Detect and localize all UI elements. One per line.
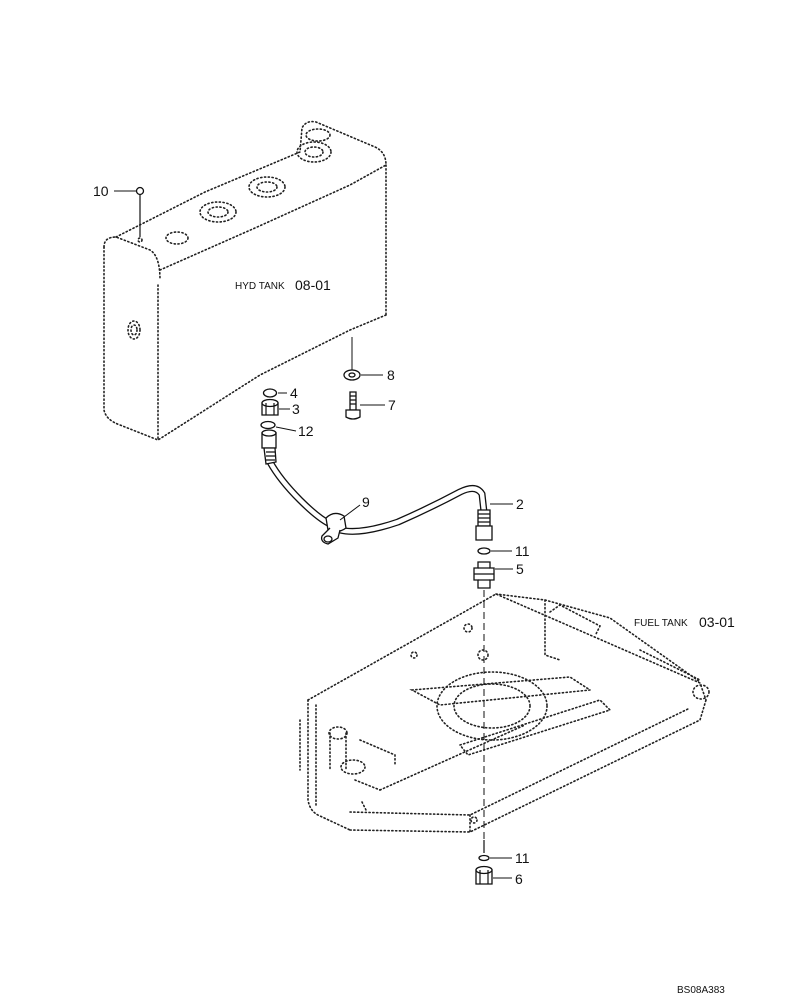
part-5-connector	[473, 561, 495, 589]
part-11-oring-upper	[477, 547, 491, 555]
part-7-bolt	[345, 391, 361, 420]
part-12-oring	[260, 420, 276, 430]
part-8-washer	[343, 337, 361, 381]
callout-11-upper: 11	[515, 543, 530, 559]
callout-11-lower: 11	[515, 850, 530, 866]
callout-10: 10	[93, 183, 109, 199]
fuel-tank-reference: FUEL TANK 03-01	[634, 614, 735, 630]
callout-9: 9	[362, 494, 370, 510]
callout-6: 6	[515, 871, 523, 887]
fuel-tank-page: 03-01	[699, 614, 735, 630]
hyd-tank-reference: HYD TANK 08-01	[235, 277, 331, 293]
callout-5: 5	[516, 561, 524, 577]
drawing-code: BS08A383	[677, 985, 725, 996]
part-2-hose	[261, 429, 493, 541]
part-9-clamp	[320, 512, 347, 545]
callout-2: 2	[516, 496, 524, 512]
callout-3: 3	[292, 401, 300, 417]
part-3-adapter	[261, 398, 279, 416]
callout-12: 12	[298, 423, 314, 439]
leader-lines	[114, 190, 513, 879]
callout-8: 8	[387, 367, 395, 383]
part-11-oring-lower	[478, 854, 490, 862]
fuel-tank-outline	[299, 593, 710, 833]
callout-7: 7	[388, 397, 396, 413]
part-6-plug	[475, 865, 493, 885]
hyd-tank-label: HYD TANK	[235, 281, 285, 292]
part-4-oring	[262, 388, 278, 398]
callout-4: 4	[290, 385, 298, 401]
hydraulic-tank-outline	[103, 120, 387, 441]
fuel-tank-label: FUEL TANK	[634, 618, 688, 629]
hyd-tank-page: 08-01	[295, 277, 331, 293]
part-10-plug	[135, 186, 145, 237]
